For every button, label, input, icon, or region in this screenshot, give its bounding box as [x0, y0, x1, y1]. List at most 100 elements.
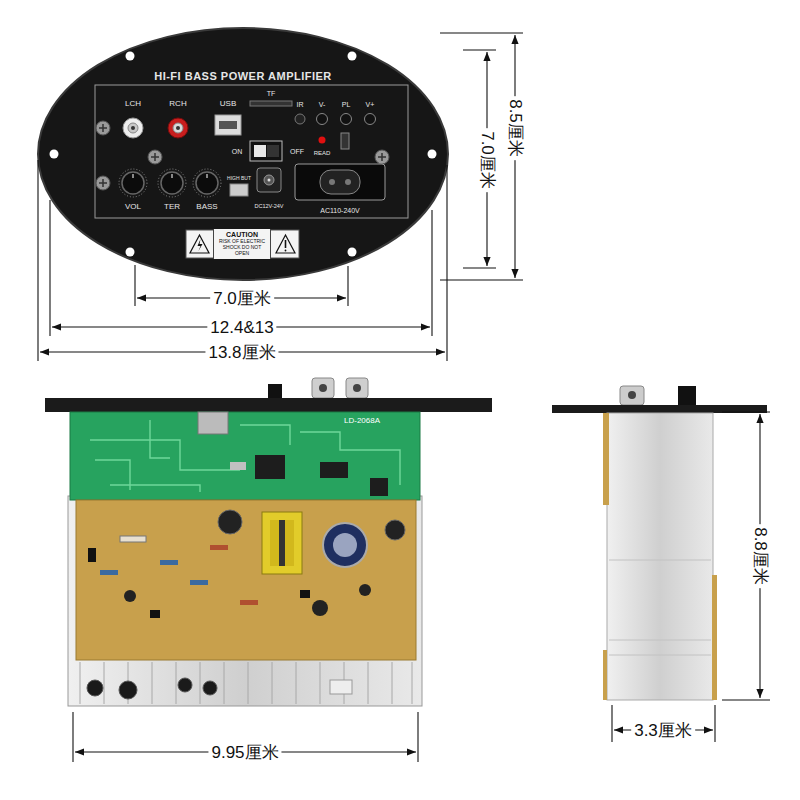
button-label: V- — [319, 101, 326, 108]
resistor — [210, 545, 228, 550]
capacitor — [119, 681, 137, 699]
transistor — [150, 610, 160, 618]
control-board — [70, 412, 420, 500]
board-edge — [712, 575, 717, 700]
caution-heading: CAUTION — [226, 231, 258, 239]
rca-jack — [128, 123, 138, 133]
front-panel-view — [38, 28, 448, 280]
mounting-hole — [348, 248, 357, 257]
dimension-line — [446, 165, 447, 361]
dimension-line — [722, 411, 770, 412]
caution-sticker — [190, 235, 209, 253]
heatsink-fin — [320, 662, 321, 704]
rca-jack — [131, 126, 135, 130]
screw — [96, 121, 110, 135]
chip — [255, 455, 388, 496]
capacitor — [333, 533, 357, 557]
rca-jack — [168, 118, 188, 138]
screw — [375, 150, 389, 164]
dimension-line — [72, 712, 73, 762]
switch-label: HIGH BUT — [227, 176, 251, 181]
dimension-label: 7.0厘米 — [478, 128, 497, 192]
power-switch — [254, 145, 266, 157]
control-knob — [196, 172, 218, 194]
dimension-label: 13.8厘米 — [205, 343, 278, 362]
caution-sticker — [285, 240, 287, 248]
indicator-led — [319, 137, 326, 144]
board-trace — [110, 485, 200, 492]
dimension-line — [431, 210, 432, 336]
dimension-line — [49, 200, 50, 336]
dimension-line — [134, 265, 135, 306]
ac-socket — [295, 164, 385, 200]
heatsink-fin — [176, 662, 177, 704]
dc-jack — [257, 168, 281, 192]
dimension-line — [347, 266, 348, 306]
transistor — [88, 548, 96, 562]
mounting-hole — [50, 150, 59, 159]
rca-jack — [312, 378, 334, 398]
ir-receiver — [295, 114, 305, 124]
control-knob — [132, 174, 133, 178]
control-knob — [171, 174, 172, 178]
rca-jack — [628, 391, 636, 399]
caution-sticker — [198, 239, 203, 251]
screw — [151, 153, 159, 161]
board-trace — [150, 420, 170, 458]
heatsink — [68, 496, 422, 706]
mounting-hole — [126, 248, 135, 257]
control-frame — [95, 85, 408, 218]
resistor — [100, 570, 118, 575]
button-label: V+ — [366, 101, 375, 108]
caution-sticker — [285, 250, 287, 252]
screw — [96, 121, 110, 135]
screw — [96, 176, 110, 190]
usb-port — [215, 115, 241, 135]
mounting-hole — [348, 52, 357, 61]
rca-jack — [123, 118, 188, 138]
dimension-label: 7.0厘米 — [210, 289, 274, 308]
resistor — [190, 580, 208, 585]
control-knob — [158, 169, 186, 197]
knob-shaft — [268, 384, 282, 398]
transformer — [262, 512, 302, 574]
port-label: TF — [267, 90, 276, 97]
transformer — [262, 512, 302, 574]
heatsink — [607, 413, 713, 700]
heatsink-ridge — [609, 560, 711, 561]
ac-socket — [329, 179, 335, 185]
wire-connector — [330, 680, 352, 694]
heatsink-fin — [412, 662, 413, 704]
rca-jack — [312, 378, 368, 398]
dimension-line — [714, 705, 715, 742]
control-knob — [193, 169, 221, 197]
screw — [378, 153, 386, 161]
heatsink-fin — [224, 662, 225, 704]
capacitor — [178, 678, 192, 692]
transformer — [270, 520, 294, 566]
resistor — [100, 536, 258, 605]
resistor — [240, 600, 258, 605]
heatsink-fin — [392, 662, 393, 704]
port-label: USB — [220, 100, 236, 108]
board-trace — [95, 460, 130, 490]
heatsink-fin — [80, 662, 412, 704]
caution-sticker — [276, 235, 295, 253]
chip — [255, 455, 285, 479]
transistor — [88, 548, 310, 618]
capacitor — [203, 681, 217, 695]
caution-text: RISK OF ELECTRIC SHOCK DO NOT OPEN — [216, 239, 268, 256]
control-knob — [161, 172, 183, 194]
board-trace — [300, 432, 400, 485]
dimension-line — [611, 705, 612, 742]
dc-jack — [268, 179, 271, 182]
dimension-line — [38, 33, 523, 361]
push-button — [365, 114, 376, 125]
dimension-label: 8.8厘米 — [751, 524, 770, 588]
product-title: HI-FI BASS POWER AMPLIFIER — [154, 71, 332, 82]
rca-jack — [353, 384, 361, 392]
board-trace — [90, 440, 240, 470]
button-label: IR — [297, 101, 304, 108]
capacitor — [87, 680, 103, 696]
